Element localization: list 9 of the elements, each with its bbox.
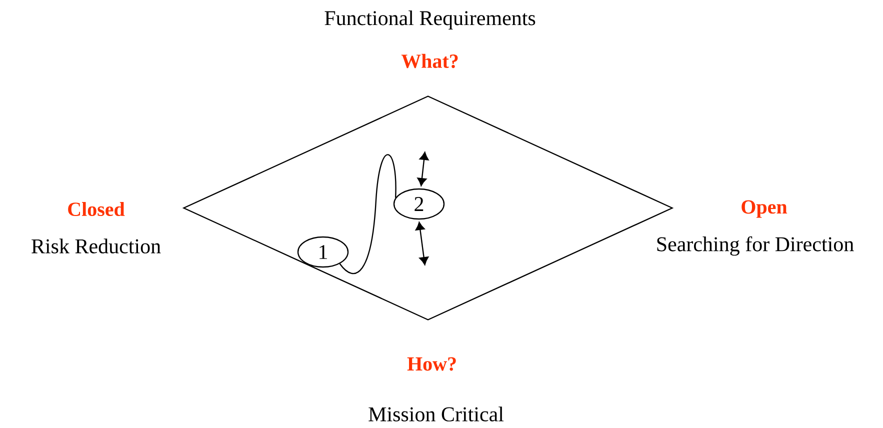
curved-line (339, 154, 396, 274)
heading: Open (742, 200, 788, 218)
label: Risk Reduction (32, 238, 161, 254)
heading: Closed (68, 202, 125, 216)
heading: What? (401, 54, 458, 68)
label: Mission Critical (368, 406, 504, 422)
label: Functional Requirements (324, 10, 536, 30)
label: Searching for Direction (657, 236, 854, 256)
heading: How? (407, 357, 456, 371)
